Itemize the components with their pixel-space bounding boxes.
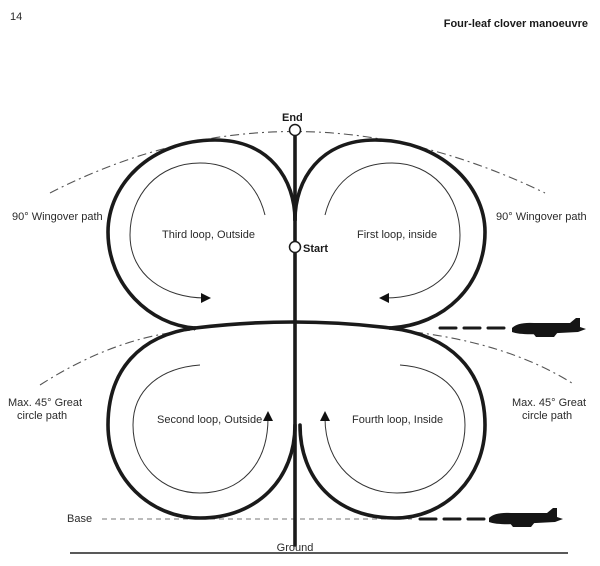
page-number: 14 bbox=[10, 11, 22, 23]
start-label: Start bbox=[303, 243, 328, 255]
fourth-loop-direction-arc bbox=[324, 364, 466, 494]
arrow-icon bbox=[320, 411, 330, 421]
great-circle-arc-left bbox=[39, 329, 196, 386]
ground-label: Ground bbox=[277, 542, 314, 554]
great-circle-label-left-2: circle path bbox=[17, 410, 67, 422]
arrow-icon bbox=[263, 411, 273, 421]
second-loop-label: Second loop, Outside bbox=[157, 414, 262, 426]
wingover-label-right: 90° Wingover path bbox=[496, 211, 587, 223]
start-marker bbox=[288, 240, 302, 254]
great-circle-label-right-2: circle path bbox=[522, 410, 572, 422]
great-circle-arc-right bbox=[394, 329, 576, 386]
third-loop-label: Third loop, Outside bbox=[162, 229, 255, 241]
great-circle-label-right-1: Max. 45° Great bbox=[512, 397, 586, 409]
second-loop-direction-arc bbox=[132, 364, 269, 494]
central-crossover-path bbox=[193, 320, 392, 330]
arrow-icon bbox=[201, 293, 211, 303]
great-circle-label-left-1: Max. 45° Great bbox=[8, 397, 82, 409]
fourth-loop-label: Fourth loop, Inside bbox=[352, 414, 443, 426]
first-loop-direction-arc bbox=[324, 162, 461, 299]
second-loop-path bbox=[106, 326, 297, 520]
third-loop-path bbox=[106, 138, 297, 330]
base-label: Base bbox=[67, 513, 92, 525]
end-label: End bbox=[282, 112, 303, 124]
end-marker bbox=[288, 123, 302, 137]
first-loop-label: First loop, inside bbox=[357, 229, 437, 241]
first-loop-path bbox=[293, 138, 487, 330]
third-loop-direction-arc bbox=[129, 162, 266, 299]
wingover-label-left: 90° Wingover path bbox=[12, 211, 103, 223]
diagram-title: Four-leaf clover manoeuvre bbox=[444, 18, 588, 30]
fourth-loop-path bbox=[298, 326, 487, 520]
aircraft-icon bbox=[512, 318, 586, 337]
aircraft-icon bbox=[489, 508, 563, 527]
arrow-icon bbox=[379, 293, 389, 303]
